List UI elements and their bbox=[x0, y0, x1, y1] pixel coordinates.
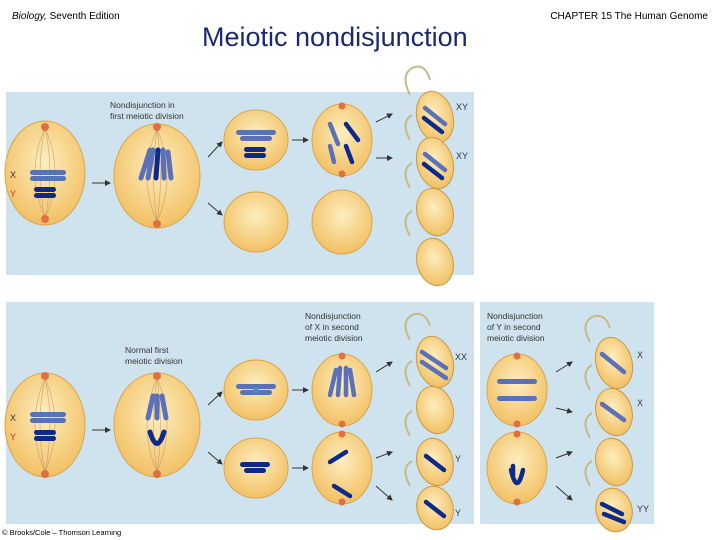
top-gamete-1: XY bbox=[456, 102, 468, 112]
top-cell-5 bbox=[311, 102, 373, 178]
bm-cell-1 bbox=[311, 352, 373, 428]
copyright-credit: © Brooks/Cole – Thomson Learning bbox=[2, 528, 122, 537]
br-arrow-3 bbox=[555, 450, 573, 459]
br-sperm-4 bbox=[584, 460, 633, 533]
bm-arrow-1 bbox=[375, 361, 393, 373]
bl-cell-1 bbox=[4, 372, 86, 478]
top-sperm-2 bbox=[404, 114, 455, 190]
bm-arrow-2 bbox=[375, 450, 393, 459]
bl-caption-2: meiotic division bbox=[125, 356, 183, 366]
br-arrow-2 bbox=[555, 407, 573, 414]
bm-gamete-3: Y bbox=[455, 508, 461, 518]
br-cell-2 bbox=[486, 430, 548, 506]
top-sperm-1 bbox=[404, 65, 455, 144]
top-arrow-5 bbox=[375, 113, 393, 123]
bm-sperm-1 bbox=[404, 312, 455, 389]
br-caption-3: meiotic division bbox=[487, 333, 545, 343]
top-sperm-4 bbox=[404, 210, 454, 287]
bm-caption-1: Nondisjunction bbox=[305, 311, 361, 321]
bm-arrow-3 bbox=[375, 485, 393, 501]
top-arrow-2 bbox=[207, 141, 223, 158]
bl-caption-1: Normal first bbox=[125, 345, 169, 355]
book-title-italic: Biology, bbox=[12, 11, 47, 22]
bm-sperm-4 bbox=[404, 460, 454, 531]
book-title: Biology, Seventh Edition bbox=[12, 11, 120, 22]
bm-caption-3: meiotic division bbox=[305, 333, 363, 343]
top-cell-1 bbox=[4, 120, 86, 226]
br-arrow-4 bbox=[555, 485, 573, 501]
bm-sperm-2 bbox=[404, 360, 454, 435]
bm-gamete-2: Y bbox=[455, 454, 461, 464]
br-cell-1 bbox=[486, 352, 548, 428]
top-sperm-3 bbox=[404, 162, 454, 237]
br-arrow-1 bbox=[555, 361, 573, 373]
br-sperm-2 bbox=[584, 364, 633, 437]
top-y-label: Y bbox=[10, 189, 16, 199]
bl-cell-4 bbox=[223, 437, 289, 499]
bl-arrow-3 bbox=[207, 451, 223, 465]
top-arrow-3 bbox=[207, 202, 223, 216]
br-caption-1: Nondisjunction bbox=[487, 311, 543, 321]
br-sperm-3 bbox=[584, 412, 633, 487]
bl-cell-3 bbox=[223, 359, 289, 421]
bm-caption-2: of X in second bbox=[305, 322, 359, 332]
chapter-title: CHAPTER 15 The Human Genome bbox=[550, 11, 708, 22]
br-gamete-3: YY bbox=[637, 504, 649, 514]
bl-y-label: Y bbox=[10, 432, 16, 442]
top-x-label: X bbox=[10, 170, 16, 180]
bm-cell-2 bbox=[311, 430, 373, 506]
bl-arrow-2 bbox=[207, 391, 223, 406]
top-caption-1: Nondisjunction in bbox=[110, 100, 175, 110]
bm-gamete-1: XX bbox=[455, 352, 467, 362]
br-gamete-2: X bbox=[637, 398, 643, 408]
top-caption-2: first meiotic division bbox=[110, 111, 184, 121]
book-edition: Seventh Edition bbox=[46, 11, 120, 22]
bm-sperm-3 bbox=[404, 410, 454, 487]
bl-cell-2 bbox=[113, 372, 201, 478]
top-cell-3 bbox=[223, 109, 289, 171]
br-gamete-1: X bbox=[637, 350, 643, 360]
slide-title: Meiotic nondisjunction bbox=[202, 22, 468, 52]
top-cell-2 bbox=[113, 123, 201, 229]
br-caption-2: of Y in second bbox=[487, 322, 541, 332]
bl-x-label: X bbox=[10, 413, 16, 423]
top-cell-6 bbox=[311, 189, 373, 255]
br-sperm-1 bbox=[584, 314, 634, 390]
top-gamete-2: XY bbox=[456, 151, 468, 161]
top-cell-4 bbox=[223, 191, 289, 253]
